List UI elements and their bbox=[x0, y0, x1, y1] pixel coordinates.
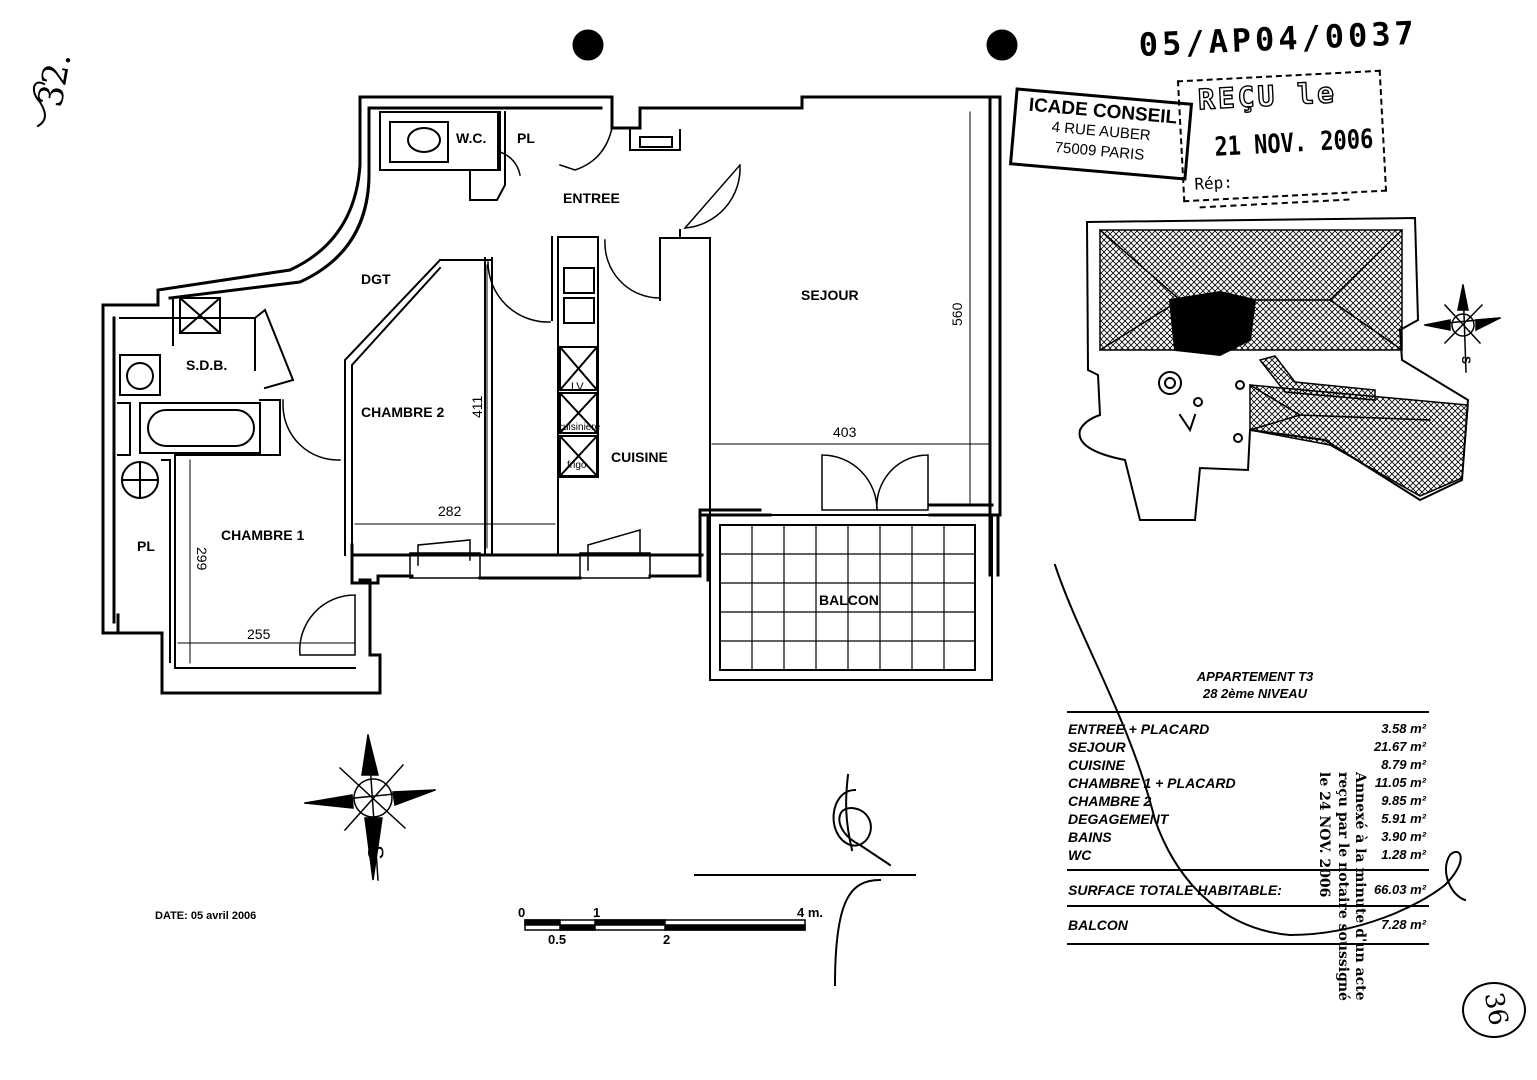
dim-chambre2-height: 411 bbox=[469, 395, 485, 418]
compass-small-label: S bbox=[1459, 356, 1473, 364]
received-title: REÇU le bbox=[1196, 75, 1338, 117]
notary-stamp: Annexé à la minute d'un acte reçu par le… bbox=[1315, 772, 1368, 1032]
page-mark-bottom-right: 36 bbox=[1477, 990, 1514, 1028]
label-chambre-2: CHAMBRE 2 bbox=[361, 404, 444, 420]
dim-sejour-width: 403 bbox=[833, 424, 857, 440]
scale-label-1: 1 bbox=[593, 905, 601, 920]
dim-chambre1-height: 299 bbox=[194, 547, 210, 571]
door-swings bbox=[282, 127, 929, 656]
plan-date: DATE: 05 avril 2006 bbox=[155, 910, 257, 922]
label-chambre-1: CHAMBRE 1 bbox=[221, 527, 304, 543]
dim-chambre2-width: 282 bbox=[438, 503, 462, 519]
area-table-lines bbox=[1067, 711, 1429, 945]
table-subtitle: 28 2ème NIVEAU bbox=[1202, 686, 1308, 701]
location-plan bbox=[1078, 216, 1470, 521]
label-wc: W.C. bbox=[456, 130, 486, 146]
page-mark-circle: 36 bbox=[1462, 982, 1526, 1038]
dim-sejour-height: 560 bbox=[949, 302, 965, 326]
label-sejour: SEJOUR bbox=[801, 287, 859, 303]
compass-large-icon bbox=[304, 734, 436, 881]
label-pl-chambre1: PL bbox=[137, 538, 155, 554]
scale-label-half: 0.5 bbox=[548, 932, 567, 947]
label-frigo: frigo bbox=[567, 460, 587, 471]
label-entree: ENTREE bbox=[563, 190, 620, 206]
label-cuisiniere: cuisinière bbox=[558, 422, 601, 433]
compass-small-icon bbox=[1424, 284, 1501, 373]
dim-chambre1-width: 255 bbox=[247, 626, 271, 642]
company-stamp: ICADE CONSEIL 4 RUE AUBER 75009 PARIS bbox=[1008, 87, 1194, 181]
compass-large-label: S bbox=[363, 845, 388, 860]
notary-line-2: reçu par le notaire soussigné bbox=[1335, 772, 1351, 1001]
punch-hole bbox=[572, 29, 604, 61]
handwritten-signature bbox=[32, 81, 1467, 987]
label-dgt: DGT bbox=[361, 271, 391, 287]
scale-label-2: 2 bbox=[663, 932, 671, 947]
scale-label-0: 0 bbox=[518, 905, 526, 920]
dimension-lines bbox=[177, 111, 991, 664]
label-balcon: BALCON bbox=[819, 592, 879, 608]
balcony-tiles bbox=[719, 524, 976, 671]
received-date: 21 NOV. 2006 bbox=[1213, 124, 1375, 164]
label-pl-entry: PL bbox=[517, 130, 535, 146]
table-total-row: SURFACE TOTALE HABITABLE:66.03 m² bbox=[1068, 882, 1426, 898]
room-labels: W.C. PL ENTREE DGT SEJOUR S.D.B. CHAMBRE… bbox=[137, 130, 879, 608]
scale-label-4: 4 m. bbox=[797, 905, 824, 920]
punch-hole bbox=[986, 29, 1018, 61]
notary-line-1: Annexé à la minute d'un acte bbox=[1352, 772, 1368, 1001]
scale-bar bbox=[524, 919, 806, 931]
received-stamp: REÇU le 21 NOV. 2006 Rép: bbox=[1176, 69, 1388, 203]
label-sdb: S.D.B. bbox=[186, 357, 227, 373]
label-cuisine: CUISINE bbox=[611, 449, 668, 465]
notary-line-3: le 24 NOV. 2006 bbox=[1316, 772, 1332, 898]
table-title: APPARTEMENT T3 bbox=[1196, 669, 1314, 684]
label-lv: LV bbox=[571, 381, 584, 393]
dimension-labels: 560 403 411 282 299 255 bbox=[194, 302, 965, 642]
